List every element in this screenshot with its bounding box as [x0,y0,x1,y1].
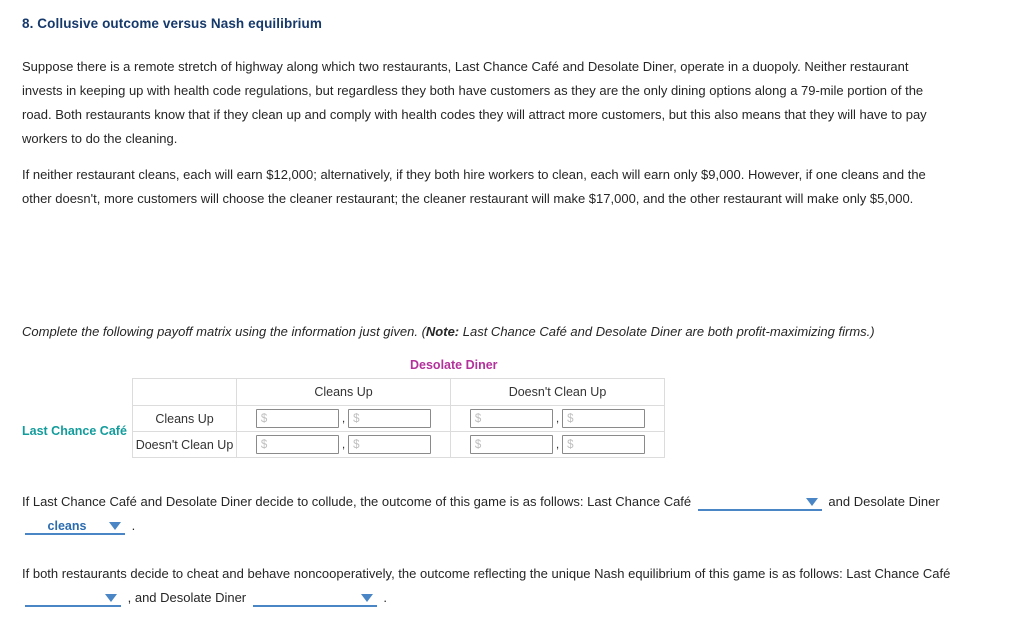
collude-dropdown-2-value: cleans [47,519,87,533]
payoff-input-r0c0-left[interactable] [255,409,339,428]
matrix-column-header-cleans-up: Cleans Up [236,378,451,406]
page-title: 8. Collusive outcome versus Nash equilib… [22,16,322,31]
collude-text-middle: and Desolate Diner [828,494,940,509]
nash-dropdown-last-chance-cafe[interactable] [25,589,121,607]
matrix-column-header-doesnt-clean-up: Doesn't Clean Up [450,378,665,406]
chevron-down-icon [360,594,373,602]
matrix-instruction-note-label: Note: [425,324,460,339]
nash-dropdown-desolate-diner[interactable] [252,589,377,607]
matrix-instruction: Complete the following payoff matrix usi… [22,322,962,342]
table-row: Doesn't Clean Up , , [132,431,665,458]
collude-text-before: If Last Chance Café and Desolate Diner d… [22,494,692,509]
nash-question: If both restaurants decide to cheat and … [22,562,952,610]
matrix-cell-doesnt-doesnt: , [450,431,665,458]
scenario-paragraph-1: Suppose there is a remote stretch of hig… [22,59,927,146]
matrix-cell-cleans-doesnt: , [450,405,665,432]
payoff-input-r0c0-right[interactable] [348,409,432,428]
scenario-paragraph-2: If neither restaurant cleans, each will … [22,167,926,206]
nash-text-before: If both restaurants decide to cheat and … [22,566,951,581]
collude-text-after: . [131,518,136,533]
payoff-input-r1c1-right[interactable] [562,435,646,454]
matrix-header-row: Cleans Up Doesn't Clean Up [132,378,665,406]
payoff-matrix: Desolate Diner Last Chance Café Cleans U… [22,358,682,466]
matrix-column-player-label: Desolate Diner [410,358,498,372]
payoff-input-r1c1-left[interactable] [469,435,553,454]
collude-dropdown-desolate-diner[interactable]: cleans [25,517,125,535]
payoff-input-r1c0-right[interactable] [348,435,432,454]
matrix-row-player-label: Last Chance Café [22,424,127,438]
matrix-corner-cell [132,378,237,406]
chevron-down-icon [105,594,117,602]
matrix-cell-doesnt-cleans: , [236,431,451,458]
table-row: Cleans Up , , [132,405,665,432]
collude-dropdown-last-chance-cafe[interactable] [697,493,822,511]
payoff-separator: , [341,411,346,425]
chevron-down-icon [805,498,818,506]
matrix-row-header-doesnt-clean-up: Doesn't Clean Up [132,431,237,458]
chevron-down-icon [109,522,121,530]
nash-text-middle: , and Desolate Diner [127,590,247,605]
payoff-separator: , [555,437,560,451]
nash-text-after: . [383,590,388,605]
matrix-instruction-note-body: Last Chance Café and Desolate Diner are … [459,324,875,339]
payoff-separator: , [555,411,560,425]
matrix-row-header-cleans-up: Cleans Up [132,405,237,432]
collude-question: If Last Chance Café and Desolate Diner d… [22,490,952,538]
payoff-input-r1c0-left[interactable] [255,435,339,454]
matrix-cell-cleans-cleans: , [236,405,451,432]
matrix-instruction-lead: Complete the following payoff matrix usi… [22,324,426,339]
payoff-matrix-table: Cleans Up Doesn't Clean Up Cleans Up , , [132,378,665,458]
payoff-input-r0c1-left[interactable] [469,409,553,428]
payoff-separator: , [341,437,346,451]
payoff-input-r0c1-right[interactable] [562,409,646,428]
